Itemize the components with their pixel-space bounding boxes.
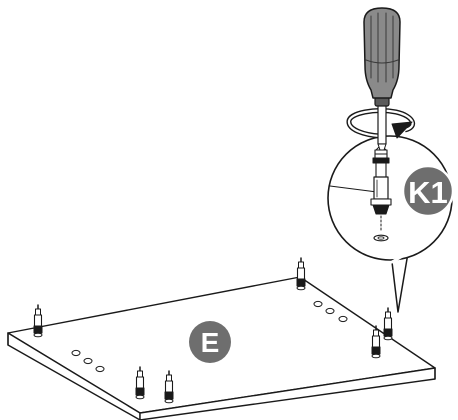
- fitting-label-badge: K1: [401, 164, 455, 218]
- cam-dowel-icon: [296, 257, 306, 291]
- detail-callout: [327, 135, 453, 313]
- screwdriver-icon: [363, 7, 401, 151]
- panel-holes: [71, 300, 348, 373]
- cam-dowel-icon: [164, 370, 174, 404]
- panel-label-badge: E: [189, 321, 231, 363]
- cam-dowel-icon: [33, 304, 43, 338]
- detail-hole: [373, 211, 389, 242]
- panel-label: E: [201, 327, 220, 358]
- cam-dowel-icon: [383, 307, 393, 341]
- cam-dowel-icon: [371, 325, 381, 359]
- cam-dowel-icon: [135, 366, 145, 400]
- clockwise-arrow-icon: [346, 108, 416, 139]
- fitting-label: K1: [408, 175, 448, 210]
